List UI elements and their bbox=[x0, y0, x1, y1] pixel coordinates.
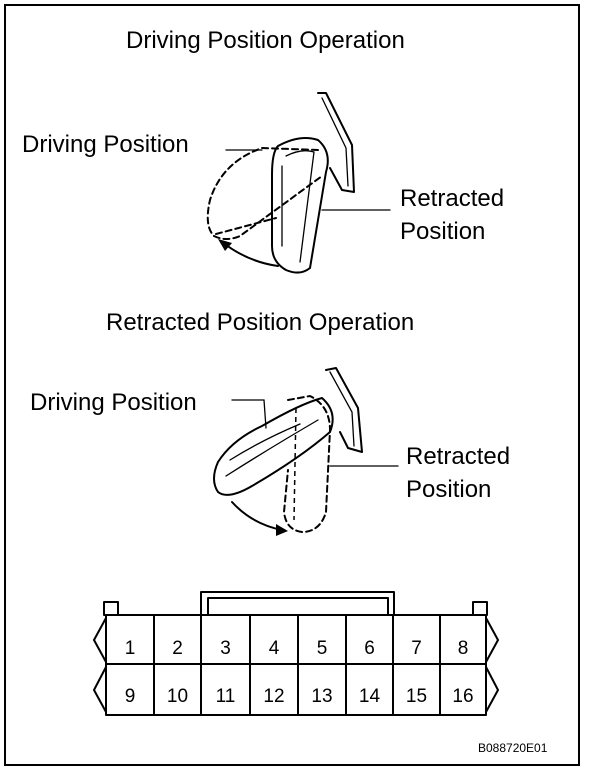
connector-pin-label: 11 bbox=[216, 686, 236, 707]
connector-pin-label: 2 bbox=[172, 638, 183, 659]
arrow-head-2 bbox=[276, 524, 288, 536]
driving-position-label-1: Driving Position bbox=[22, 131, 189, 158]
connector-pin-label: 7 bbox=[411, 638, 422, 659]
connector-pin-label: 5 bbox=[317, 638, 328, 659]
connector-tab-left bbox=[103, 601, 119, 616]
connector-pin-label: 4 bbox=[269, 638, 280, 659]
connector-pin-label: 9 bbox=[125, 686, 136, 707]
connector-cell-dividers bbox=[153, 614, 441, 716]
connector-pin-label: 1 bbox=[125, 638, 136, 659]
connector-diagram bbox=[93, 591, 499, 716]
connector-pin-label: 14 bbox=[359, 686, 381, 707]
mirror-drawing-1 bbox=[206, 92, 391, 274]
section2-title: Retracted Position Operation bbox=[106, 309, 414, 336]
connector-pin-label: 10 bbox=[167, 686, 188, 707]
diagram-frame bbox=[4, 4, 580, 766]
connector-pin-label: 12 bbox=[263, 686, 284, 707]
connector-pin-label: 6 bbox=[364, 638, 375, 659]
connector-pin-label: 3 bbox=[220, 638, 231, 659]
connector-pin-label: 8 bbox=[458, 638, 469, 659]
mirror-retracted-dashed bbox=[282, 394, 332, 534]
connector-pin-label: 16 bbox=[452, 686, 473, 707]
retracted-label-2-line2: Position bbox=[406, 476, 491, 503]
arrow-head-1 bbox=[218, 239, 232, 251]
rotation-arrow-2 bbox=[231, 501, 283, 531]
connector-pin-label: 15 bbox=[406, 686, 427, 707]
mirror-retracted-solid bbox=[271, 137, 329, 274]
mirror-driving-dashed bbox=[206, 146, 323, 240]
driving-leader-2 bbox=[231, 399, 267, 429]
retracted-label-1-line1: Retracted bbox=[400, 185, 504, 212]
retracted-label-2-line1: Retracted bbox=[406, 443, 510, 470]
section1-title: Driving Position Operation bbox=[126, 27, 405, 54]
driving-position-label-2: Driving Position bbox=[30, 389, 197, 416]
connector-pin-label: 13 bbox=[311, 686, 332, 707]
mirror-base-1 bbox=[317, 92, 355, 193]
mirror-drawing-2 bbox=[213, 367, 399, 536]
rotation-arrow-1 bbox=[221, 241, 279, 267]
connector-latch bbox=[200, 591, 395, 616]
retracted-label-1-line2: Position bbox=[400, 218, 485, 245]
figure-code: B088720E01 bbox=[478, 741, 548, 755]
mirror-base-2 bbox=[325, 367, 363, 453]
connector-tab-right bbox=[472, 601, 488, 616]
